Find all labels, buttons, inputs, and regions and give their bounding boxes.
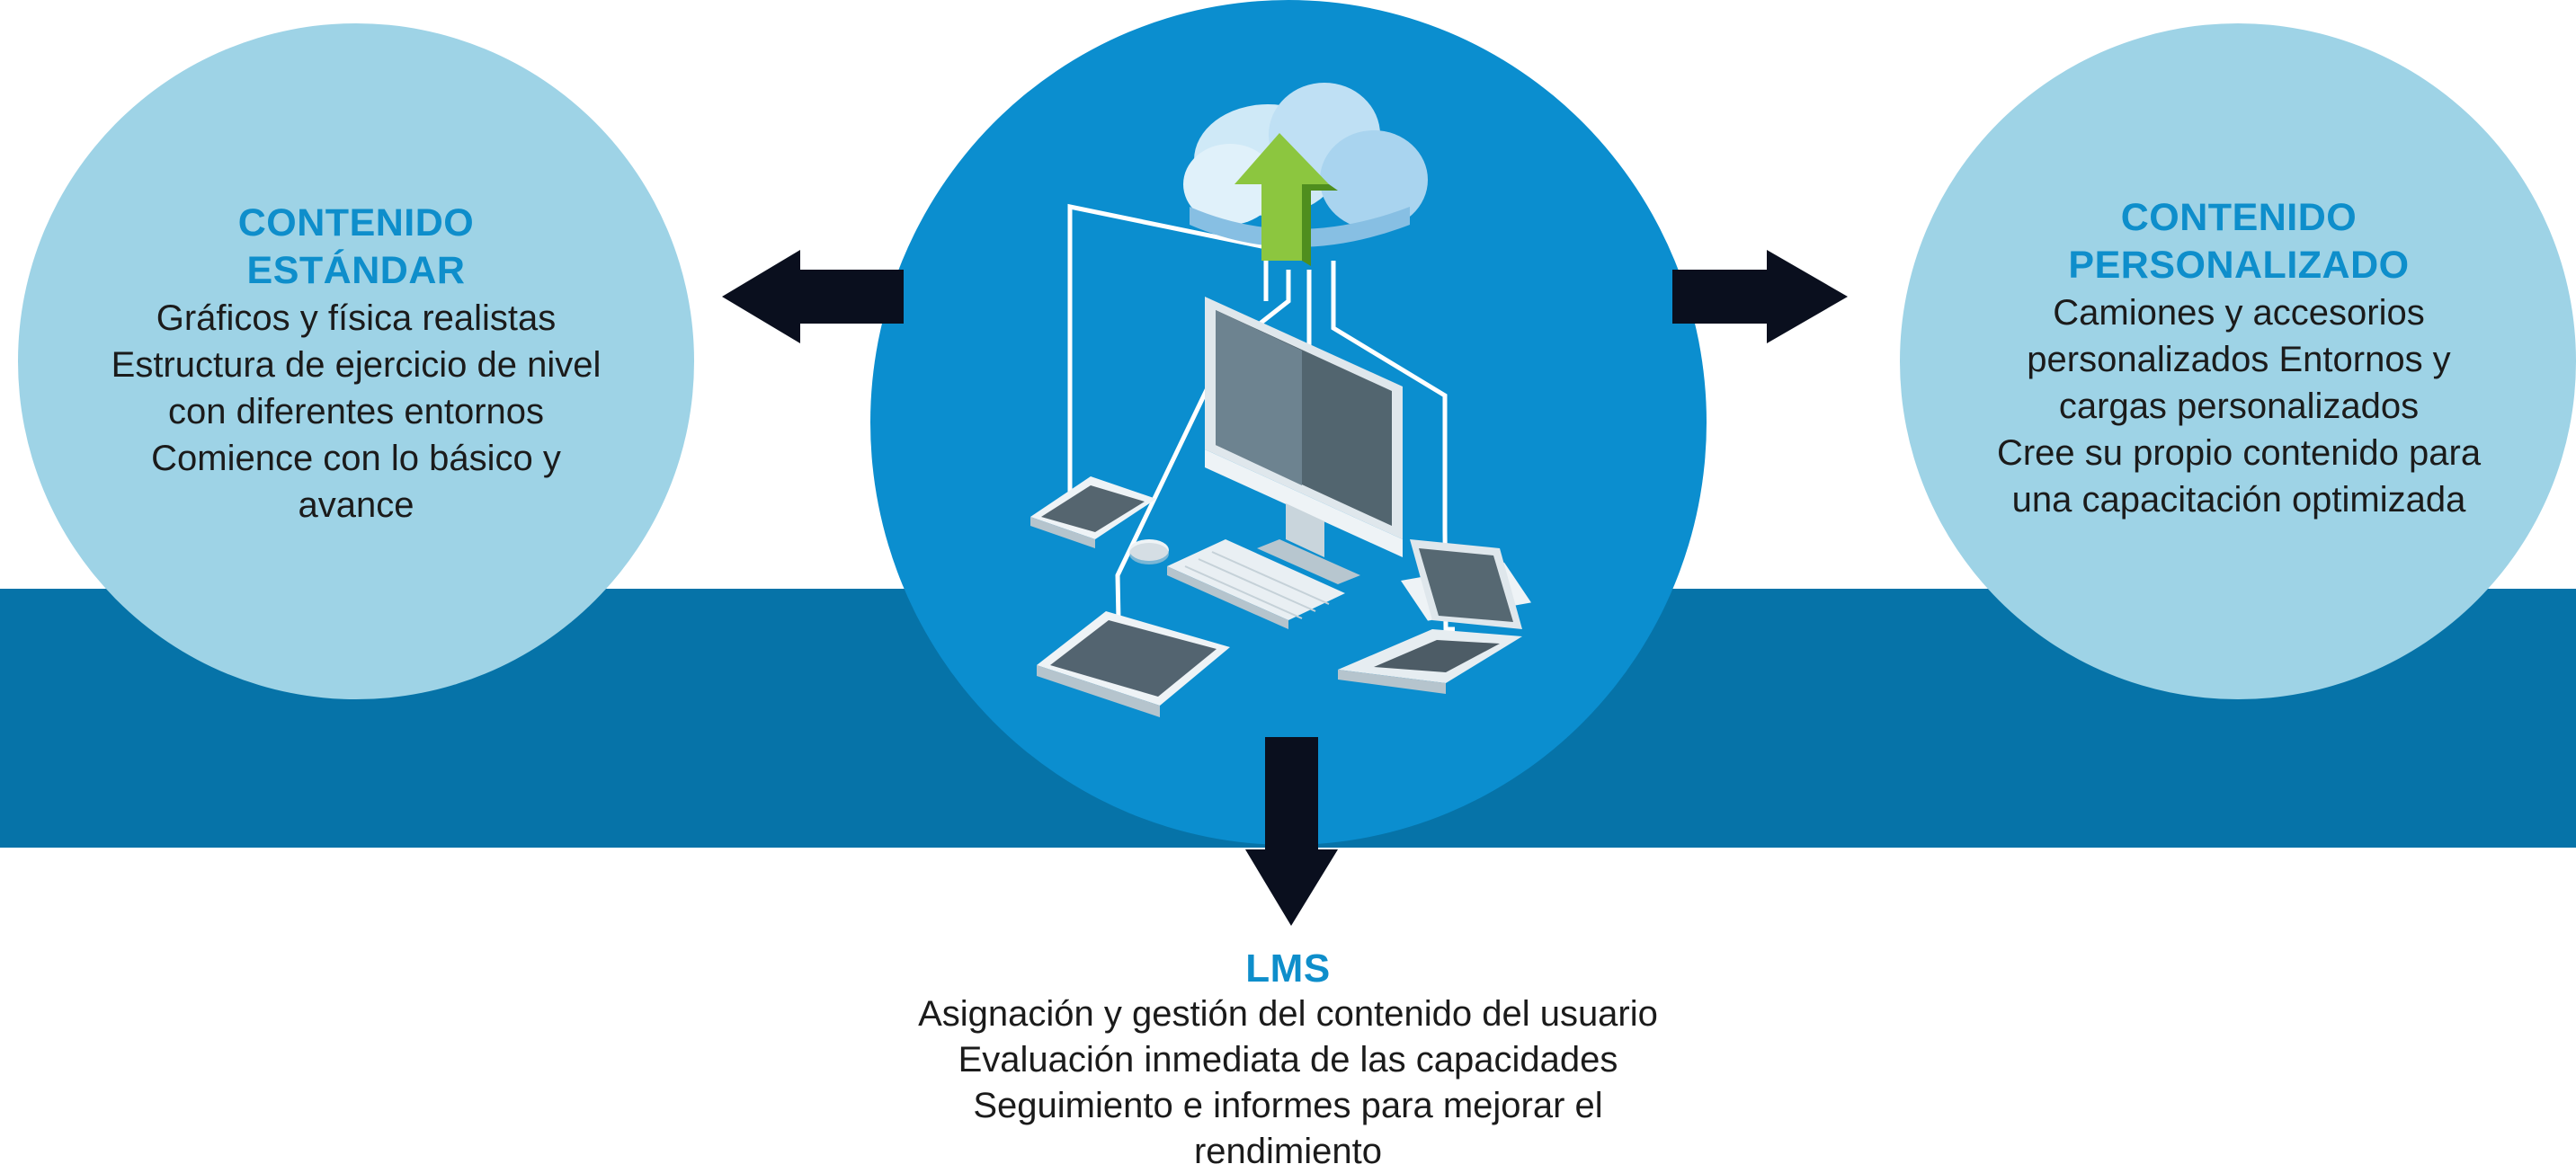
lms-line-2: Evaluación inmediata de las capacidades: [958, 1040, 1618, 1080]
custom-line-5: una capacitación optimizada: [2011, 480, 2466, 520]
custom-title-line1: CONTENIDO: [2120, 196, 2358, 239]
arrow-right-icon: [1672, 250, 1848, 343]
lms-line-4: rendimiento: [1193, 1132, 1382, 1171]
custom-line-4: Cree su propio contenido para: [1996, 433, 2482, 473]
lms-line-3: Seguimiento e informes para mejorar el: [973, 1086, 1603, 1125]
laptop-icon: [1338, 539, 1531, 694]
standard-title-line2: ESTÁNDAR: [246, 249, 466, 292]
custom-line-1: Camiones y accesorios: [2053, 293, 2425, 333]
tablet-icon: [1037, 611, 1230, 717]
standard-line-3: con diferentes entornos: [167, 392, 545, 431]
lms-line-1: Asignación y gestión del contenido del u…: [918, 994, 1658, 1034]
arrow-down-icon: [1245, 737, 1338, 926]
devices-illustration: [1030, 83, 1531, 717]
custom-content-circle: [1900, 23, 2576, 699]
devices-hub-circle: [870, 0, 1707, 845]
standard-line-5: avance: [298, 485, 414, 525]
monitor-icon: [1205, 297, 1403, 584]
standard-line-2: Estructura de ejercicio de nivel: [111, 345, 602, 385]
cloud-upload-icon: [1183, 83, 1428, 266]
custom-title-line2: PERSONALIZADO: [2068, 244, 2410, 287]
smartphone-icon: [1030, 476, 1156, 548]
standard-line-4: Comience con lo básico y: [151, 439, 561, 478]
standard-line-1: Gráficos y física realistas: [156, 298, 557, 338]
standard-title-line1: CONTENIDO: [237, 201, 475, 244]
keyboard-icon: [1167, 539, 1345, 629]
mouse-icon: [1129, 539, 1169, 564]
standard-content-circle: [18, 23, 694, 699]
custom-content-card: CONTENIDO PERSONALIZADO Camiones y acces…: [1942, 194, 2536, 523]
custom-line-2: personalizados Entornos y: [2027, 340, 2451, 379]
lms-card: LMS Asignación y gestión del contenido d…: [809, 946, 1767, 1173]
lms-title: LMS: [1245, 946, 1331, 991]
custom-line-3: cargas personalizados: [2058, 387, 2420, 426]
arrow-left-icon: [722, 250, 904, 343]
standard-content-card: CONTENIDO ESTÁNDAR Gráficos y física rea…: [63, 200, 649, 529]
